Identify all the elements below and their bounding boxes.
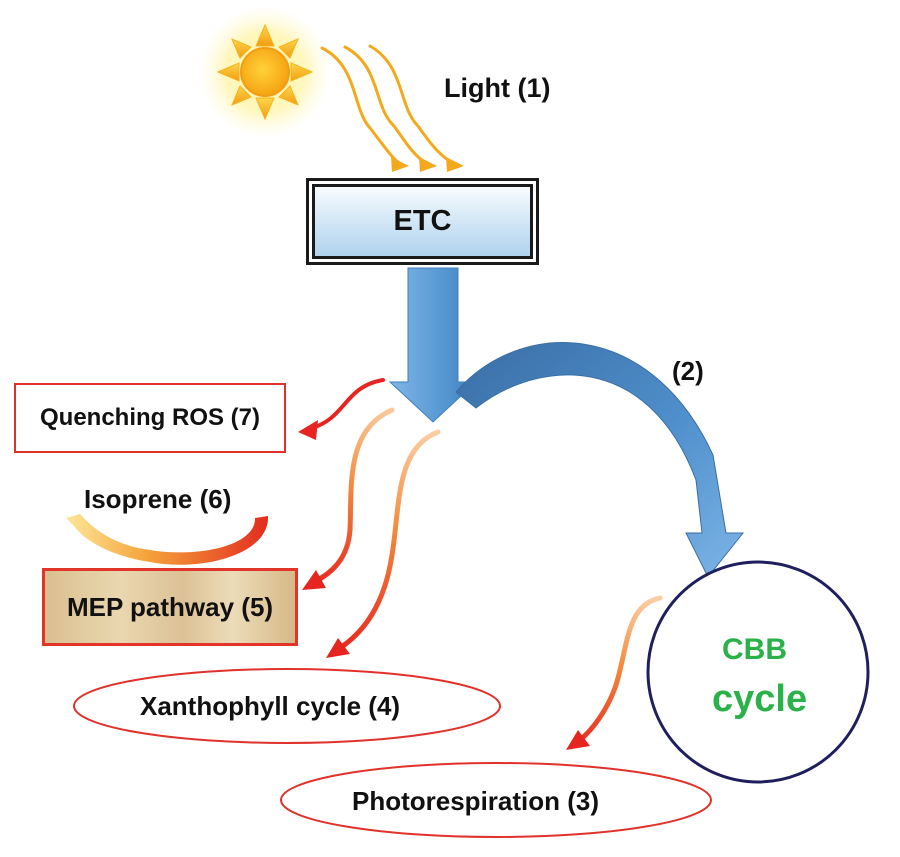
etc-down-arrow [388,267,478,423]
mep-pathway-box: MEP pathway (5) [42,568,298,646]
light-ray-3 [368,44,457,166]
light-label: Light (1) [444,73,551,103]
arrow-to-photorespiration [577,595,663,743]
xanthophyll-ellipse [73,668,501,744]
photorespiration-label: Photorespiration (3) [352,786,600,816]
mep-pathway-label: MEP pathway (5) [66,591,274,622]
quenching-ros-label: Quenching ROS (7) [39,404,260,431]
cbb-label-line1: CBB [722,633,787,666]
isoprene-arrow [66,514,269,565]
light-rays [320,44,457,166]
quenching-ros-box: Quenching ROS (7) [14,383,286,453]
light-ray-1 [320,46,402,166]
light-ray-arrowheads [391,157,464,172]
cbb-label-line2: cycle [712,678,808,720]
sun-icon [199,6,331,138]
arrowhead-xanthophyll [326,638,350,658]
step-2-label: (2) [672,356,704,386]
cbb-cycle-circle [646,560,870,784]
arrowhead-quenching-ros [298,420,318,440]
xanthophyll-label: Xanthophyll cycle (4) [140,691,401,721]
photorespiration-ellipse [280,762,712,838]
arrow-to-quenching-ros [310,378,385,430]
arrow-to-xanthophyll [337,429,441,651]
arrow-to-mep-pathway [311,407,395,585]
isoprene-label: Isoprene (6) [84,484,232,514]
arrowhead-photorespiration [566,730,590,750]
arrowhead-mep-pathway [302,570,326,590]
etc-box: ETC [306,178,539,265]
light-ray-2 [343,45,430,166]
etc-label: ETC [393,205,452,237]
